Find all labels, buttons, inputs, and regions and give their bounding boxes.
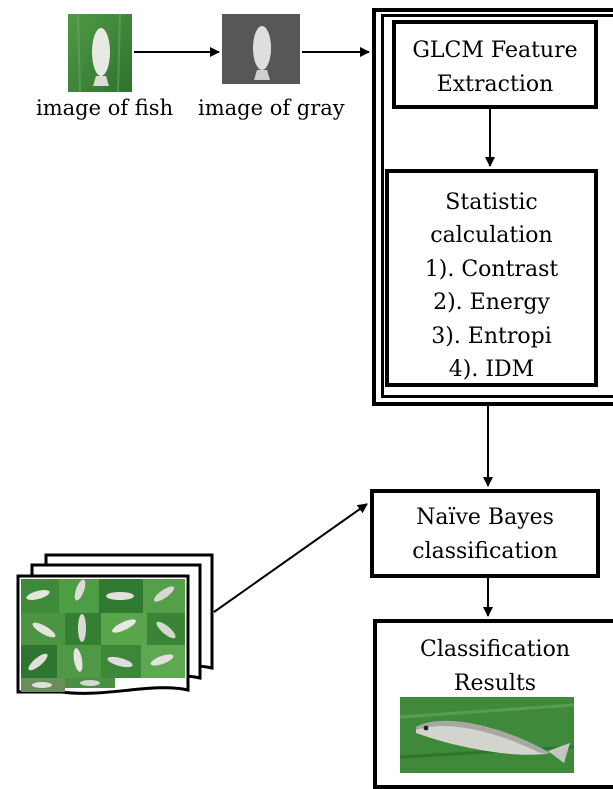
statistic-box: Statistic calculation 1). Contrast 2). E… [385, 169, 598, 387]
fish-image [68, 14, 132, 92]
glcm-title-line2: Extraction [436, 72, 554, 97]
statistic-title-line1: Statistic [445, 190, 538, 215]
glcm-title-line1: GLCM Feature [412, 38, 578, 63]
statistic-item-contrast: 1). Contrast [424, 257, 559, 282]
gray-image [222, 14, 300, 84]
naive-bayes-line2: classification [412, 539, 558, 564]
arrow-dataset-to-naive-bayes [213, 503, 368, 613]
result-fish-image [400, 697, 574, 773]
statistic-item-idm: 4). IDM [448, 357, 535, 382]
statistic-title-line2: calculation [430, 223, 553, 248]
statistic-item-entropi: 3). Entropi [431, 324, 552, 349]
results-line1: Classification [419, 637, 570, 662]
statistic-item-energy: 2). Energy [433, 290, 550, 315]
naive-bayes-line1: Naïve Bayes [416, 505, 554, 530]
dataset-image-stack [16, 553, 214, 695]
gray-image-label: image of gray [198, 96, 345, 120]
naive-bayes-box: Naïve Bayes classification [370, 489, 600, 578]
fish-image-label: image of fish [36, 96, 174, 120]
results-line2: Results [453, 671, 537, 696]
glcm-box: GLCM Feature Extraction [392, 20, 598, 109]
